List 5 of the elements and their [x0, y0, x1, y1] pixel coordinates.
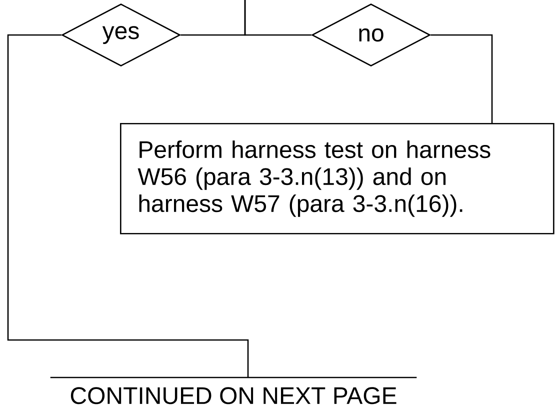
connector-line	[430, 34, 493, 123]
connector-line	[244, 0, 312, 36]
continuation-bar: CONTINUED ON NEXT PAGE	[50, 376, 417, 404]
connector-line	[7, 34, 249, 378]
process-box: Perform harness test on harness W56 (para 3-3.n(13)) and on harness W57 (para 3-3.n(16)).	[120, 123, 554, 234]
